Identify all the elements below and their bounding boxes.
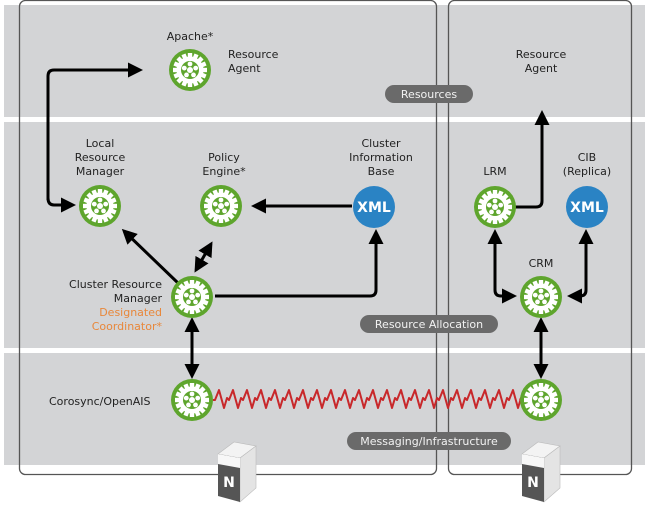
pill-allocation: Resource Allocation	[360, 315, 498, 333]
label-dc-1: Designated	[99, 306, 162, 319]
server-icon-node1: N	[217, 441, 257, 503]
xml-icon-cib: XML	[353, 186, 395, 228]
arrow-crm-pe	[194, 241, 213, 273]
layer-band-resources	[4, 5, 645, 117]
server-letter-node1: N	[223, 475, 235, 491]
gear-icon-corosync-node2	[520, 379, 562, 421]
label-resource-agent-1b: Agent	[228, 62, 261, 75]
pill-resources: Resources	[385, 85, 473, 103]
label-cib-1: Cluster	[361, 137, 401, 150]
label-resource-agent-1a: Resource	[228, 48, 279, 61]
label-crm-1: Cluster Resource	[69, 278, 162, 291]
gear-icon-cluster-resource-manager	[171, 276, 213, 318]
server-icon-node2: N	[521, 441, 561, 503]
xml-icon-cib-replica-text: XML	[570, 200, 604, 216]
label-cib2-2: (Replica)	[563, 165, 611, 178]
label-lrm2: LRM	[483, 165, 506, 178]
server-letter-node2: N	[527, 475, 539, 491]
label-ra2-2: Agent	[525, 62, 558, 75]
label-crm2: CRM	[529, 257, 554, 270]
label-apache: Apache*	[167, 30, 214, 43]
gear-icon-lrm-node2	[474, 186, 516, 228]
heartbeat-link	[213, 389, 522, 409]
arrow-crm2-lrm2	[487, 229, 517, 304]
label-ra2-1: Resource	[516, 48, 567, 61]
pill-messaging-label: Messaging/Infrastructure	[360, 435, 498, 448]
arrow-crm2-cib2	[567, 229, 594, 304]
arrow-to-lrm	[46, 197, 76, 213]
label-lrm-2: Resource	[75, 151, 126, 164]
label-pe-1: Policy	[208, 151, 240, 164]
label-corosync: Corosync/OpenAIS	[49, 395, 151, 408]
label-crm-2: Manager	[114, 292, 163, 305]
gear-icon-local-resource-manager	[79, 185, 121, 227]
arrow-lrm2-to-ra	[514, 110, 550, 209]
gear-icon-crm-node2	[520, 276, 562, 318]
pill-messaging: Messaging/Infrastructure	[347, 432, 511, 450]
xml-icon-cib-replica: XML	[566, 186, 608, 228]
gear-icon-corosync-node1	[171, 379, 213, 421]
label-cib-3: Base	[368, 165, 395, 178]
gear-icon-policy-engine	[200, 185, 242, 227]
label-cib-2: Information	[349, 151, 413, 164]
arrow-lrm-to-apache	[46, 62, 143, 200]
label-dc-2: Coordinator*	[92, 320, 163, 333]
xml-icon-cib-text: XML	[357, 200, 391, 216]
pill-resources-label: Resources	[401, 88, 457, 101]
label-pe-2: Engine*	[202, 165, 246, 178]
pill-allocation-label: Resource Allocation	[375, 318, 483, 331]
arrow-crm-to-cib	[215, 229, 384, 298]
gear-icon-apache-resource-agent	[169, 49, 211, 91]
label-lrm-3: Manager	[76, 165, 125, 178]
label-lrm-1: Local	[86, 137, 115, 150]
arrow-crm-to-lrm	[121, 228, 180, 285]
label-cib2-1: CIB	[578, 151, 596, 164]
